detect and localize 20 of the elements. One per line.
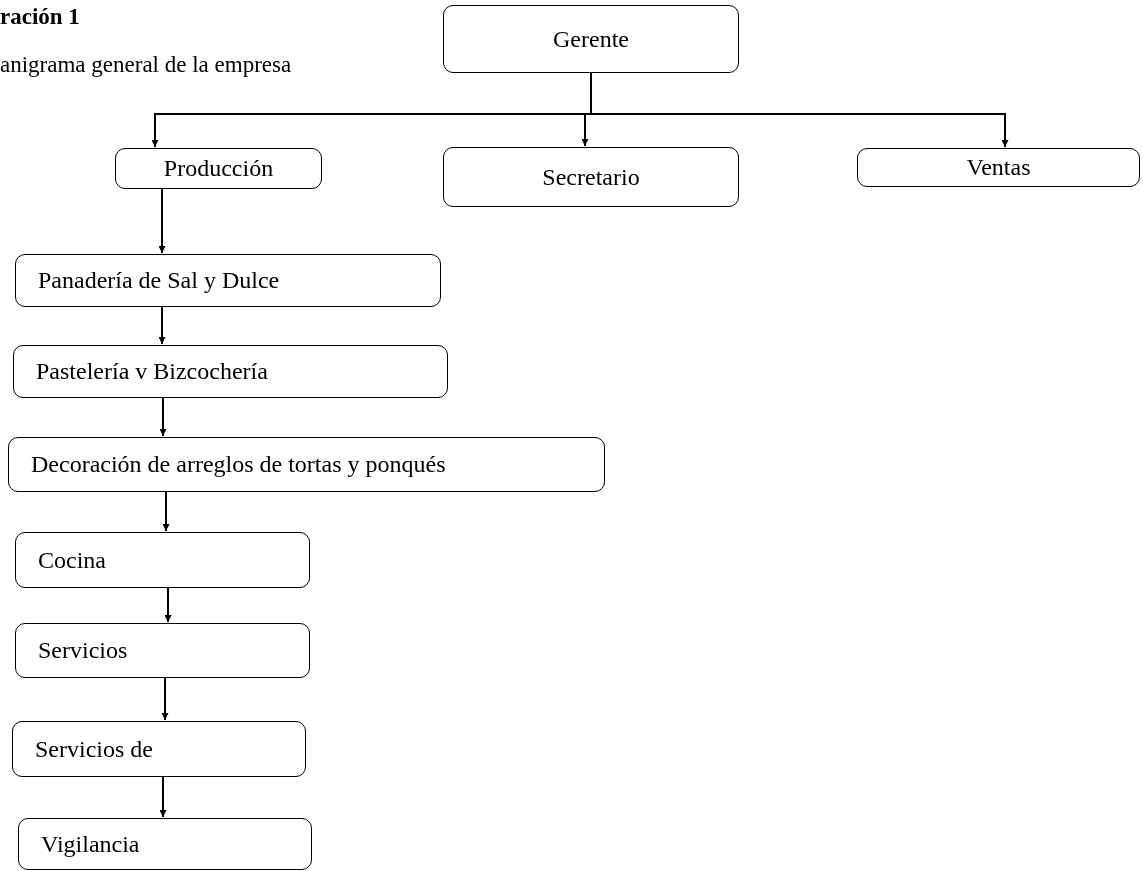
org-box: Decoración de arreglos de tortas y ponqués: [8, 437, 605, 492]
org-box: Producción: [115, 148, 322, 189]
figure-title: ración 1: [0, 4, 80, 30]
org-box: Ventas: [857, 148, 1140, 187]
arrow: [158, 306, 166, 345]
arrow: [164, 587, 172, 623]
org-box: Secretario: [443, 147, 739, 207]
org-box: Servicios de: [12, 721, 306, 777]
figure-subtitle: anigrama general de la empresa: [0, 52, 292, 78]
org-box: Cocina: [15, 532, 310, 588]
arrow: [161, 677, 169, 721]
org-box: Panadería de Sal y Dulce: [15, 254, 441, 307]
arrow: [159, 776, 167, 818]
org-box: Servicios: [15, 623, 310, 678]
arrow: [159, 397, 167, 437]
arrow: [158, 188, 166, 254]
org-box: Gerente: [443, 5, 739, 73]
org-box: Pastelería v Bizcochería: [13, 345, 448, 398]
org-box: Vigilancia: [18, 818, 312, 870]
arrow: [162, 491, 170, 532]
